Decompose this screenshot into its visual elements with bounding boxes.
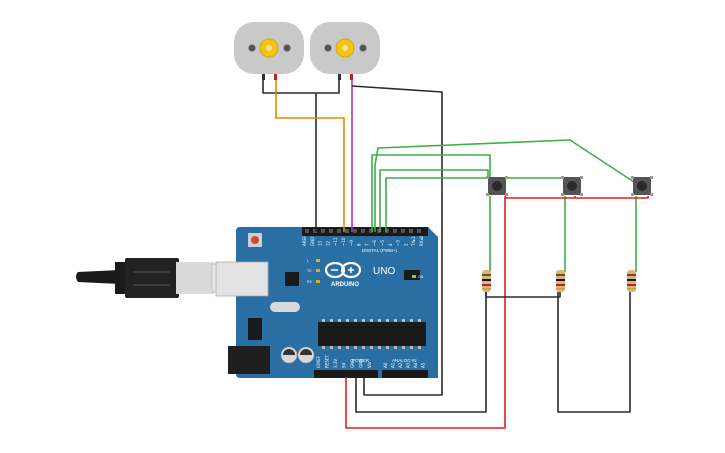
rx-led-label: RX (307, 280, 313, 284)
wire-red[interactable] (504, 196, 649, 199)
pushbutton-icon[interactable] (561, 176, 583, 196)
power-pin-label: GND (359, 359, 364, 368)
brand-label: ARDUINO (331, 282, 359, 288)
wire-red[interactable] (345, 198, 506, 429)
analog-pin-label: A3 (406, 362, 411, 368)
pushbutton-icon[interactable] (486, 176, 508, 196)
analog-pin-label: A0 (383, 362, 388, 368)
wire-black[interactable] (485, 292, 561, 298)
digital-pin-label: RX◂0 (419, 235, 424, 246)
digital-pin-label: TX▸1 (411, 236, 416, 247)
resistor-icon[interactable] (627, 270, 636, 292)
digital-pin-label: 2 (403, 243, 408, 246)
digital-pin-label: ~10 (341, 237, 346, 246)
digital-pin-label: GND (310, 237, 315, 246)
power-pin-label: 5V (342, 362, 347, 368)
analog-header[interactable] (382, 370, 428, 378)
wire-orange[interactable] (275, 80, 345, 232)
power-pin-label: RESET (325, 355, 330, 368)
power-jack (228, 346, 270, 374)
analog-label: ANALOG IN (392, 358, 417, 363)
digital-pin-label: 8 (357, 243, 362, 246)
digital-pin-label: ~3 (396, 240, 401, 246)
tx-led (316, 269, 320, 272)
rx-led (316, 280, 320, 283)
dc-motor-icon[interactable] (310, 22, 380, 80)
wire-black[interactable] (262, 80, 340, 94)
wire-green[interactable] (379, 169, 489, 232)
l-led-label: L (307, 259, 309, 263)
analog-pin-label: A4 (413, 362, 418, 368)
pushbutton-icon[interactable] (631, 176, 653, 196)
analog-pin-label: A1 (391, 362, 396, 368)
power-label: POWER (352, 358, 370, 363)
power-pin-label: Vin (367, 361, 372, 368)
voltage-regulator (248, 318, 262, 340)
digital-pin-label: ~5 (380, 240, 385, 246)
wire-black[interactable] (355, 292, 487, 413)
usb-chip (285, 272, 299, 286)
l-led (316, 259, 320, 262)
digital-pin-label: AREF (302, 235, 307, 246)
digital-pin-label: 12 (325, 240, 330, 246)
atmega-chip (318, 322, 426, 346)
on-led (412, 275, 416, 278)
power-header[interactable] (314, 370, 378, 378)
digital-pin-label: 4 (388, 243, 393, 246)
digital-label: DIGITAL (PWM~) (362, 248, 397, 253)
wires (262, 80, 649, 429)
power-pin-label: GND (350, 359, 355, 368)
on-led-label: ON (418, 275, 424, 279)
analog-pin-label: A2 (398, 362, 403, 368)
wire-black[interactable] (351, 85, 443, 396)
usb-port (215, 261, 269, 297)
dc-motor-icon[interactable] (234, 22, 304, 80)
wire-green[interactable] (371, 154, 491, 232)
power-pin-label: 3.3V (333, 359, 338, 368)
tx-led-label: TX (307, 269, 312, 273)
digital-pin-label: ~11 (333, 237, 338, 246)
model-label: UNO (373, 266, 395, 277)
wire-green[interactable] (374, 139, 635, 232)
wire-black[interactable] (557, 292, 631, 413)
crystal (270, 302, 300, 312)
digital-pin-label: ~6 (372, 240, 377, 246)
resistor-icon[interactable] (556, 270, 565, 292)
analog-pin-label: A5 (421, 362, 426, 368)
wire-green[interactable] (385, 177, 565, 232)
digital-pin-label: ~9 (349, 240, 354, 246)
resistor-icon[interactable] (482, 270, 491, 292)
arduino-logo-icon (324, 261, 362, 279)
power-pin-label: IOREF (316, 355, 321, 368)
digital-pin-label: 13 (318, 240, 323, 246)
digital-pin-label: 7 (364, 243, 369, 246)
